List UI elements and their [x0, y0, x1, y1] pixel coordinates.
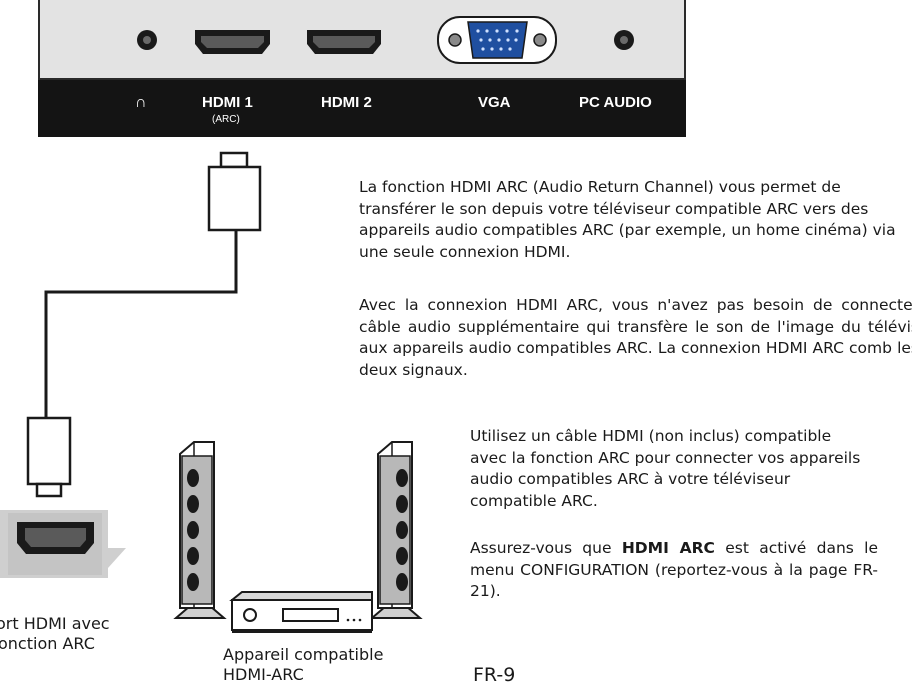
- hdmi-arc-keyword: HDMI ARC: [621, 539, 715, 557]
- tv-hdmi-arc-port-icon: [0, 510, 126, 578]
- vga-label: VGA: [478, 94, 511, 111]
- hdmi2-label: HDMI 2: [321, 94, 372, 111]
- right-speaker-icon: [369, 441, 423, 619]
- arc-benefit-paragraph: Avec la connexion HDMI ARC, vous n'avez …: [359, 296, 912, 379]
- left-speaker-icon: [173, 441, 227, 619]
- hdmi1-label: HDMI 1: [202, 94, 253, 111]
- hdmi-cable: [44, 230, 238, 418]
- vga-port-icon: [437, 16, 557, 64]
- ensure-prefix-text: Assurez-vous que: [470, 539, 622, 557]
- ensure-suffix-text: est activé dans le menu CONFIGURATION (r…: [470, 539, 878, 600]
- page-number: FR-9: [473, 664, 516, 686]
- device-caption-line1: Appareil compatible: [223, 645, 384, 664]
- tv-port-caption-line1: ort HDMI avec: [0, 614, 110, 633]
- tv-port-caption-line2: onction ARC: [0, 634, 95, 653]
- use-cable-paragraph: Utilisez un câble HDMI (non inclus) comp…: [470, 427, 861, 510]
- av-receiver-icon: [229, 591, 373, 633]
- hdmi1-arc-sublabel: (ARC): [212, 114, 240, 125]
- cable-connector-bottom: [26, 416, 72, 498]
- pc-audio-jack-icon: [614, 30, 634, 50]
- hdmi1-port-icon: [195, 30, 270, 54]
- port-label-bar: ∩ HDMI 1 (ARC) HDMI 2 VGA PC AUDIO: [38, 80, 686, 137]
- device-caption-line2: HDMI-ARC: [223, 665, 304, 684]
- arc-intro-paragraph: La fonction HDMI ARC (Audio Return Chann…: [359, 178, 896, 261]
- cable-connector-top: [207, 151, 262, 232]
- headphone-icon: ∩: [135, 94, 147, 111]
- ensure-arc-paragraph: Assurez-vous que HDMI ARC est activé dan…: [470, 538, 878, 603]
- headphone-jack-icon: [137, 30, 157, 50]
- hdmi2-port-icon: [307, 30, 381, 54]
- pc-audio-label: PC AUDIO: [579, 94, 652, 111]
